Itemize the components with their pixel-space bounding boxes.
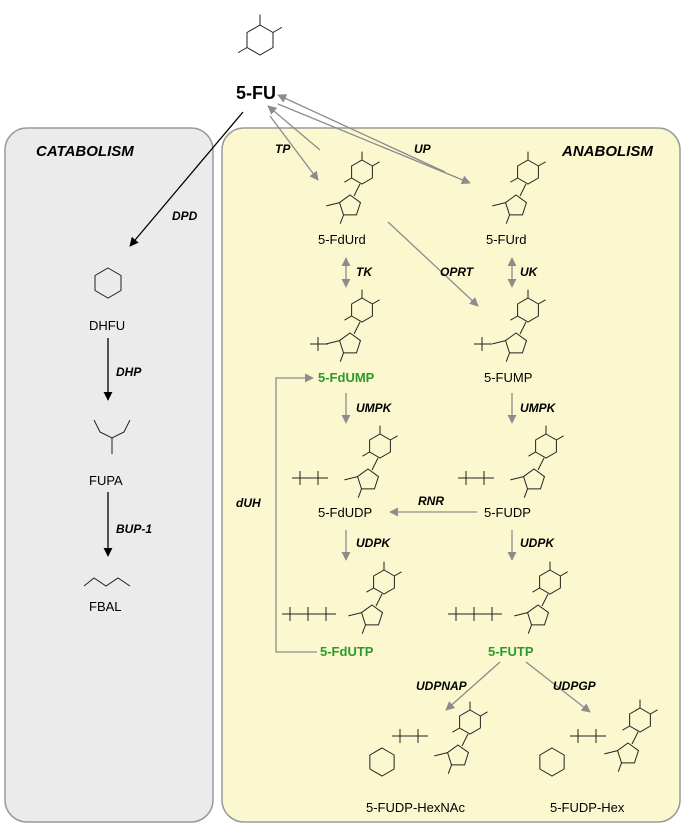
fdudp-structure-base [362,425,398,459]
fump-structure-base [510,289,546,323]
arrow-fdurd-to-5fu [267,105,321,151]
arrow-5fu-to-dhfu [129,111,244,247]
mol-fudp-label: 5-FUDP [484,505,531,520]
arrow-futp-to-hexnac [445,661,501,711]
futp-phosphates [448,607,502,621]
furd-structure-sugar [492,194,528,224]
fudp-phosphates [458,471,494,485]
fdutp-phosphates [282,607,336,621]
catabolic-arrows [103,111,244,557]
fu-structure [237,14,283,56]
catabolism-panel [4,127,214,823]
futp-structure-sugar [514,604,550,634]
hex-sugar-ring [539,747,565,777]
enzyme-uk-label: UK [520,265,539,279]
enzyme-tp-label: TP [275,142,291,156]
mol-futp-label: 5-FUTP [488,644,534,659]
hexnac-structure-base [452,701,488,735]
enzyme-udpk-left-label: UDPK [356,536,391,550]
fdump-structure-sugar [326,332,362,362]
anabolic-arrows [267,94,591,713]
hex-structure-base [622,699,658,733]
fdump-structure-base [344,289,380,323]
catabolism-title: CATABOLISM [36,143,134,160]
mol-fdudp-label: 5-FdUDP [318,505,372,520]
enzyme-up-label: UP [414,142,432,156]
enzyme-umpk-right-label: UMPK [520,401,557,415]
molecule-structures [83,14,658,777]
enzyme-udpk-right-label: UDPK [520,536,555,550]
fdump-phosphate [310,337,328,351]
mol-fdurd-label: 5-FdUrd [318,232,366,247]
hex-structure-sugar [604,742,640,772]
futp-structure-base [532,561,568,595]
enzyme-udpgp-label: UDPGP [553,679,597,693]
dhfu-structure [94,267,122,299]
mol-dhfu-label: DHFU [89,318,125,333]
fbal-structure [83,577,131,587]
enzyme-duh-label: dUH [236,496,261,510]
fdurd-structure-sugar [326,194,362,224]
fump-structure-sugar [492,332,528,362]
mol-hexnac-label: 5-FUDP-HexNAc [366,800,465,815]
enzyme-bup1-label: BUP-1 [116,522,152,536]
fump-phosphate [474,337,492,351]
mol-fdump-label: 5-FdUMP [318,370,375,385]
anabolism-panel [221,127,681,823]
fdutp-structure-base [366,561,402,595]
hex-phosphates [570,729,606,743]
enzyme-umpk-left-label: UMPK [356,401,393,415]
enzyme-dhp-label: DHP [116,365,142,379]
enzyme-rnr-label: RNR [418,494,444,508]
arrow-5fu-to-fdurd [269,115,319,181]
fdurd-structure-base [344,151,380,185]
arrow-5fu-to-furd [277,103,471,185]
fudp-structure-base [528,425,564,459]
arrow-fdurd-to-fump-oprt [387,221,479,307]
arrow-futp-to-hex [525,661,591,713]
enzyme-dpd-label: DPD [172,209,198,223]
enzyme-udpnap-label: UDPNAP [416,679,468,693]
mol-fdutp-label: 5-FdUTP [320,644,374,659]
enzyme-tk-label: TK [356,265,373,279]
arrow-furd-to-5fu [277,94,446,173]
arrow-fdutp-to-fdump-duh [275,373,317,653]
mol-furd-label: 5-FUrd [486,232,526,247]
furd-structure-base [510,151,546,185]
mol-fbal-label: FBAL [89,599,122,614]
mol-fump-label: 5-FUMP [484,370,532,385]
fdudp-structure-sugar [344,468,380,498]
hexnac-phosphates [392,729,428,743]
hexnac-structure-sugar [434,744,470,774]
fudp-structure-sugar [510,468,546,498]
anabolism-title: ANABOLISM [561,143,653,160]
mol-hex-label: 5-FUDP-Hex [550,800,625,815]
hexnac-sugar-ring [369,747,395,777]
fdudp-phosphates [292,471,328,485]
fdutp-structure-sugar [348,604,384,634]
enzyme-oprt-label: OPRT [440,265,475,279]
mol-fupa-label: FUPA [89,473,123,488]
fu-label: 5-FU [236,83,276,103]
